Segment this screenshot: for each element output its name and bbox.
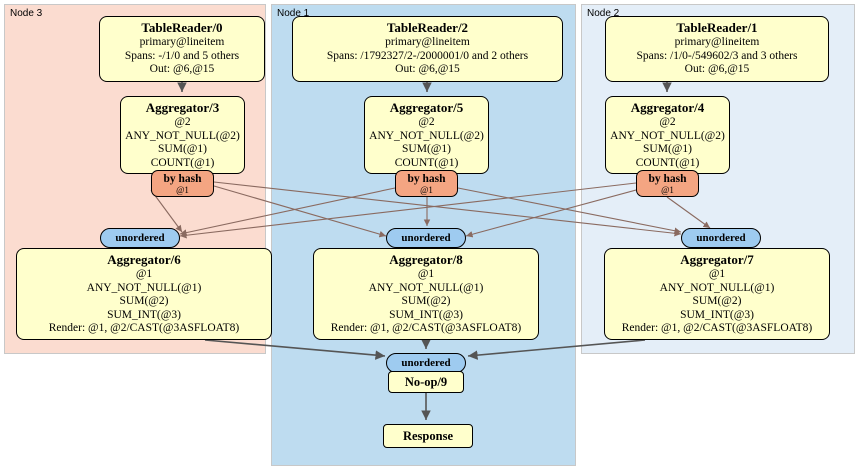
box-line: Spans: /1/0-/549602/3 and 3 others <box>636 49 798 62</box>
aggregator-4-box[interactable]: Aggregator/4 @2 ANY_NOT_NULL(@2) SUM(@1)… <box>605 96 730 174</box>
box-line: SUM(@1) <box>402 143 451 155</box>
box-line: SUM_INT(@3) <box>107 308 181 321</box>
unordered-final-pill[interactable]: unordered <box>386 353 466 373</box>
hash-sub: @1 <box>176 184 189 195</box>
table-reader-0-box[interactable]: TableReader/0 primary@lineitem Spans: -/… <box>99 16 265 82</box>
no-op-9-box[interactable]: No-op/9 <box>388 371 464 393</box>
box-line: @2 <box>418 116 435 128</box>
box-line: ANY_NOT_NULL(@1) <box>659 281 775 294</box>
box-line: COUNT(@1) <box>394 156 459 169</box>
box-line: ANY_NOT_NULL(@1) <box>368 281 484 294</box>
box-line: Out: @6,@15 <box>149 63 215 75</box>
box-title: TableReader/0 <box>141 20 223 35</box>
node-label-node1: Node 1 <box>277 8 310 19</box>
box-line: Out: @6,@15 <box>395 63 460 75</box>
box-line: SUM(@1) <box>158 143 207 155</box>
hash-label: by hash <box>407 172 446 185</box>
by-hash-center-pill[interactable]: by hash @1 <box>395 170 458 197</box>
unordered-right-pill[interactable]: unordered <box>681 228 761 248</box>
box-line: @2 <box>659 116 676 128</box>
box-line: COUNT(@1) <box>150 156 215 169</box>
aggregator-7-box[interactable]: Aggregator/7 @1 ANY_NOT_NULL(@1) SUM(@2)… <box>604 248 830 340</box>
aggregator-6-box[interactable]: Aggregator/6 @1 ANY_NOT_NULL(@1) SUM(@2)… <box>16 248 272 340</box>
box-line: SUM(@2) <box>119 295 169 307</box>
response-box[interactable]: Response <box>383 424 473 448</box>
box-line: primary@lineitem <box>674 36 760 48</box>
box-line: Spans: -/1/0 and 5 others <box>124 49 240 62</box>
table-reader-2-box[interactable]: TableReader/2 primary@lineitem Spans: /1… <box>292 16 563 82</box>
box-title: TableReader/1 <box>676 20 758 35</box>
unordered-left-pill[interactable]: unordered <box>100 228 180 248</box>
box-line: ANY_NOT_NULL(@2) <box>369 129 484 142</box>
node-label-node2: Node 2 <box>587 8 620 19</box>
box-line: Render: @1, @2/CAST(@3ASFLOAT8) <box>621 322 813 334</box>
box-line: SUM(@2) <box>692 295 742 307</box>
box-title: Aggregator/6 <box>107 252 181 267</box>
box-title: TableReader/2 <box>386 20 469 35</box>
box-line: @1 <box>708 268 726 280</box>
box-line: COUNT(@1) <box>635 156 700 169</box>
box-line: @1 <box>135 268 153 280</box>
box-title: Aggregator/3 <box>145 100 220 115</box>
box-title: Aggregator/7 <box>680 252 754 267</box>
box-line: SUM(@1) <box>643 143 692 155</box>
box-line: SUM(@2) <box>401 295 451 307</box>
aggregator-5-box[interactable]: Aggregator/5 @2 ANY_NOT_NULL(@2) SUM(@1)… <box>364 96 489 174</box>
box-line: @2 <box>174 116 191 128</box>
box-line: SUM_INT(@3) <box>680 308 754 321</box>
box-line: ANY_NOT_NULL(@1) <box>86 281 202 294</box>
table-reader-1-box[interactable]: TableReader/1 primary@lineitem Spans: /1… <box>605 16 829 82</box>
box-line: Out: @6,@15 <box>684 63 750 75</box>
hash-label: by hash <box>163 172 202 185</box>
node-label-node3: Node 3 <box>10 8 43 19</box>
box-line: ANY_NOT_NULL(@2) <box>125 129 240 142</box>
box-line: @1 <box>417 268 435 280</box>
hash-label: by hash <box>648 172 687 185</box>
box-title: Aggregator/8 <box>389 252 463 267</box>
box-title: Aggregator/4 <box>630 100 705 115</box>
box-line: primary@lineitem <box>385 36 470 48</box>
box-line: SUM_INT(@3) <box>389 308 463 321</box>
by-hash-left-pill[interactable]: by hash @1 <box>151 170 214 197</box>
box-line: ANY_NOT_NULL(@2) <box>610 129 725 142</box>
aggregator-8-box[interactable]: Aggregator/8 @1 ANY_NOT_NULL(@1) SUM(@2)… <box>313 248 539 340</box>
hash-sub: @1 <box>661 184 674 195</box>
box-line: primary@lineitem <box>139 36 225 48</box>
unordered-center-pill[interactable]: unordered <box>386 228 466 248</box>
box-line: Render: @1, @2/CAST(@3ASFLOAT8) <box>330 322 522 334</box>
box-title: Aggregator/5 <box>389 100 464 115</box>
aggregator-3-box[interactable]: Aggregator/3 @2 ANY_NOT_NULL(@2) SUM(@1)… <box>120 96 245 174</box>
hash-sub: @1 <box>420 184 433 195</box>
box-line: Spans: /1792327/2-/2000001/0 and 2 other… <box>326 49 529 62</box>
box-line: Render: @1, @2/CAST(@3ASFLOAT8) <box>48 322 240 334</box>
by-hash-right-pill[interactable]: by hash @1 <box>636 170 699 197</box>
